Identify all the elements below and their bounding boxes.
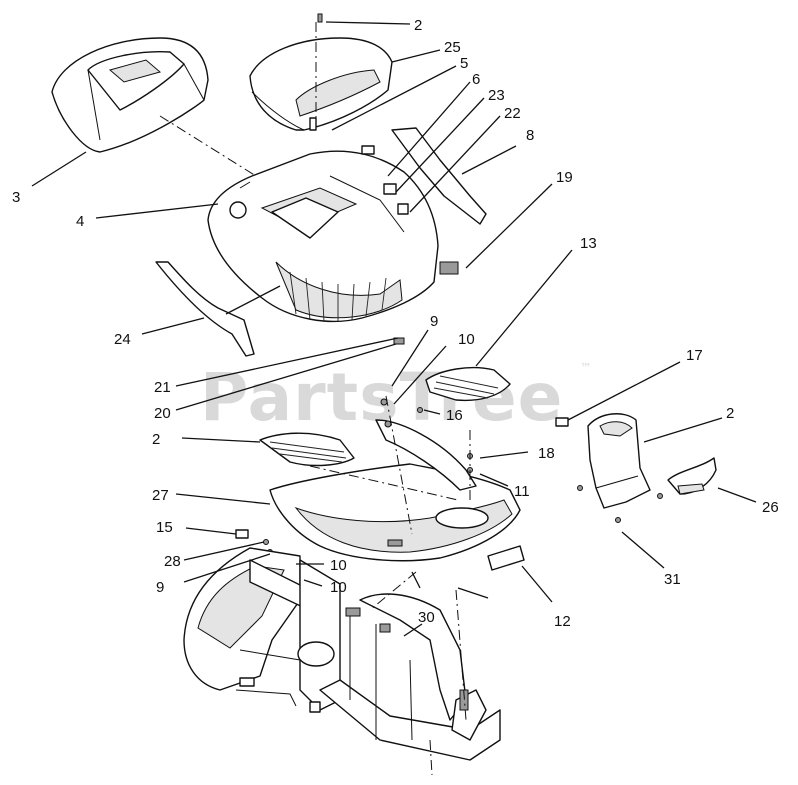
callout-30: 10 [330, 579, 347, 596]
callout-12: 30 [418, 609, 435, 626]
callout-10-right: 10 [330, 557, 347, 574]
callout-19: 19 [556, 169, 573, 186]
callout-4: 4 [76, 213, 84, 230]
callout-22: 22 [504, 105, 521, 122]
callout-9-lower: 28 [164, 553, 181, 570]
seat-cover-part [51, 37, 209, 153]
callout-20: 20 [154, 405, 171, 422]
callout-26: 11 [514, 483, 530, 500]
callout-labels: 2 25 5 6 23 22 8 19 3 4 24 13 9 10 21 20… [12, 17, 779, 630]
callout-23: 23 [488, 87, 505, 104]
footrest-mat-right-part [425, 366, 511, 402]
footrest-mat-left-part [259, 432, 355, 467]
callout-leaders [31, 21, 757, 637]
tower-cover-part [587, 413, 651, 509]
callout-5: 5 [460, 55, 468, 72]
callout-10-upper: 10 [458, 331, 475, 348]
callout-2-right: 31 [664, 571, 681, 588]
fender-body-part [207, 150, 459, 323]
frame-chassis-part [183, 547, 501, 761]
callout-2-middle: 16 [446, 407, 463, 424]
rear-flap-part [391, 127, 487, 225]
callout-3: 3 [12, 189, 20, 206]
callout-21: 21 [154, 379, 171, 396]
callout-27: 18 [538, 445, 555, 462]
assembly-lines [159, 22, 471, 776]
decal-strip-part [487, 545, 525, 571]
side-strap-part [155, 261, 255, 357]
callout-6: 6 [472, 71, 480, 88]
svg-text:™: ™ [580, 361, 592, 375]
callout-16: 2 [726, 405, 734, 422]
callout-28: 15 [156, 519, 173, 536]
callout-13: 13 [580, 235, 597, 252]
callout-24: 24 [114, 331, 131, 348]
bracket-part [667, 457, 717, 495]
callout-15: 26 [762, 499, 779, 516]
callout-2-top: 2 [414, 17, 422, 34]
callout-25: 25 [444, 39, 461, 56]
callout-9-upper: 9 [430, 313, 438, 330]
seat-part [249, 37, 393, 131]
callout-18: 2 [152, 431, 160, 448]
callout-10-lower: 9 [156, 579, 164, 596]
footrest-pan-part [269, 419, 521, 562]
callout-17: 17 [686, 347, 703, 364]
callout-31: 12 [554, 613, 571, 630]
callout-11: 27 [152, 487, 169, 504]
callout-8: 8 [526, 127, 534, 144]
